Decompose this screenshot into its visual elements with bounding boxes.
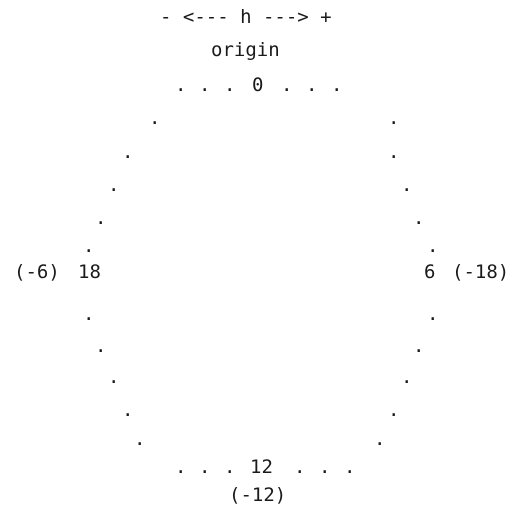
bottom-value: 12 [250, 456, 273, 478]
ring-dot: . [95, 335, 107, 357]
ring-dot: . [175, 74, 187, 96]
ring-dot: . [331, 74, 343, 96]
ring-dot: . [388, 141, 400, 163]
right-alt-value: (-18) [452, 261, 510, 283]
ring-dot: . [344, 456, 356, 478]
ring-dot: . [224, 456, 236, 478]
ring-dot: . [294, 456, 306, 478]
ring-dot: . [374, 428, 386, 450]
ring-dot: . [83, 303, 95, 325]
ring-dot: . [427, 303, 439, 325]
top-value: 0 [252, 74, 264, 96]
ring-dot: . [199, 456, 211, 478]
right-value: 6 [424, 261, 436, 283]
ring-dot: . [95, 207, 107, 229]
ring-dot: . [122, 141, 134, 163]
bottom-alt-value: (-12) [229, 484, 287, 506]
left-value: 18 [78, 261, 101, 283]
ring-dot: . [281, 74, 293, 96]
ring-dot: . [319, 456, 331, 478]
ring-dot: . [108, 174, 120, 196]
ring-dot: . [122, 399, 134, 421]
ring-dot: . [83, 235, 95, 257]
ring-dot: . [401, 174, 413, 196]
ring-dot: . [149, 107, 161, 129]
ring-dot: . [413, 207, 425, 229]
origin-label: origin [211, 39, 280, 61]
ring-dot: . [224, 74, 236, 96]
ring-dot: . [175, 456, 187, 478]
ring-dot: . [306, 74, 318, 96]
ring-dot: . [388, 399, 400, 421]
ring-dot: . [108, 366, 120, 388]
ring-dot: . [199, 74, 211, 96]
ring-dot: . [413, 335, 425, 357]
ring-dot: . [427, 235, 439, 257]
axis-label: - <--- h ---> + [160, 6, 332, 28]
ring-dot: . [401, 366, 413, 388]
ring-dot: . [134, 428, 146, 450]
left-alt-value: (-6) [14, 261, 60, 283]
ring-dot: . [388, 107, 400, 129]
